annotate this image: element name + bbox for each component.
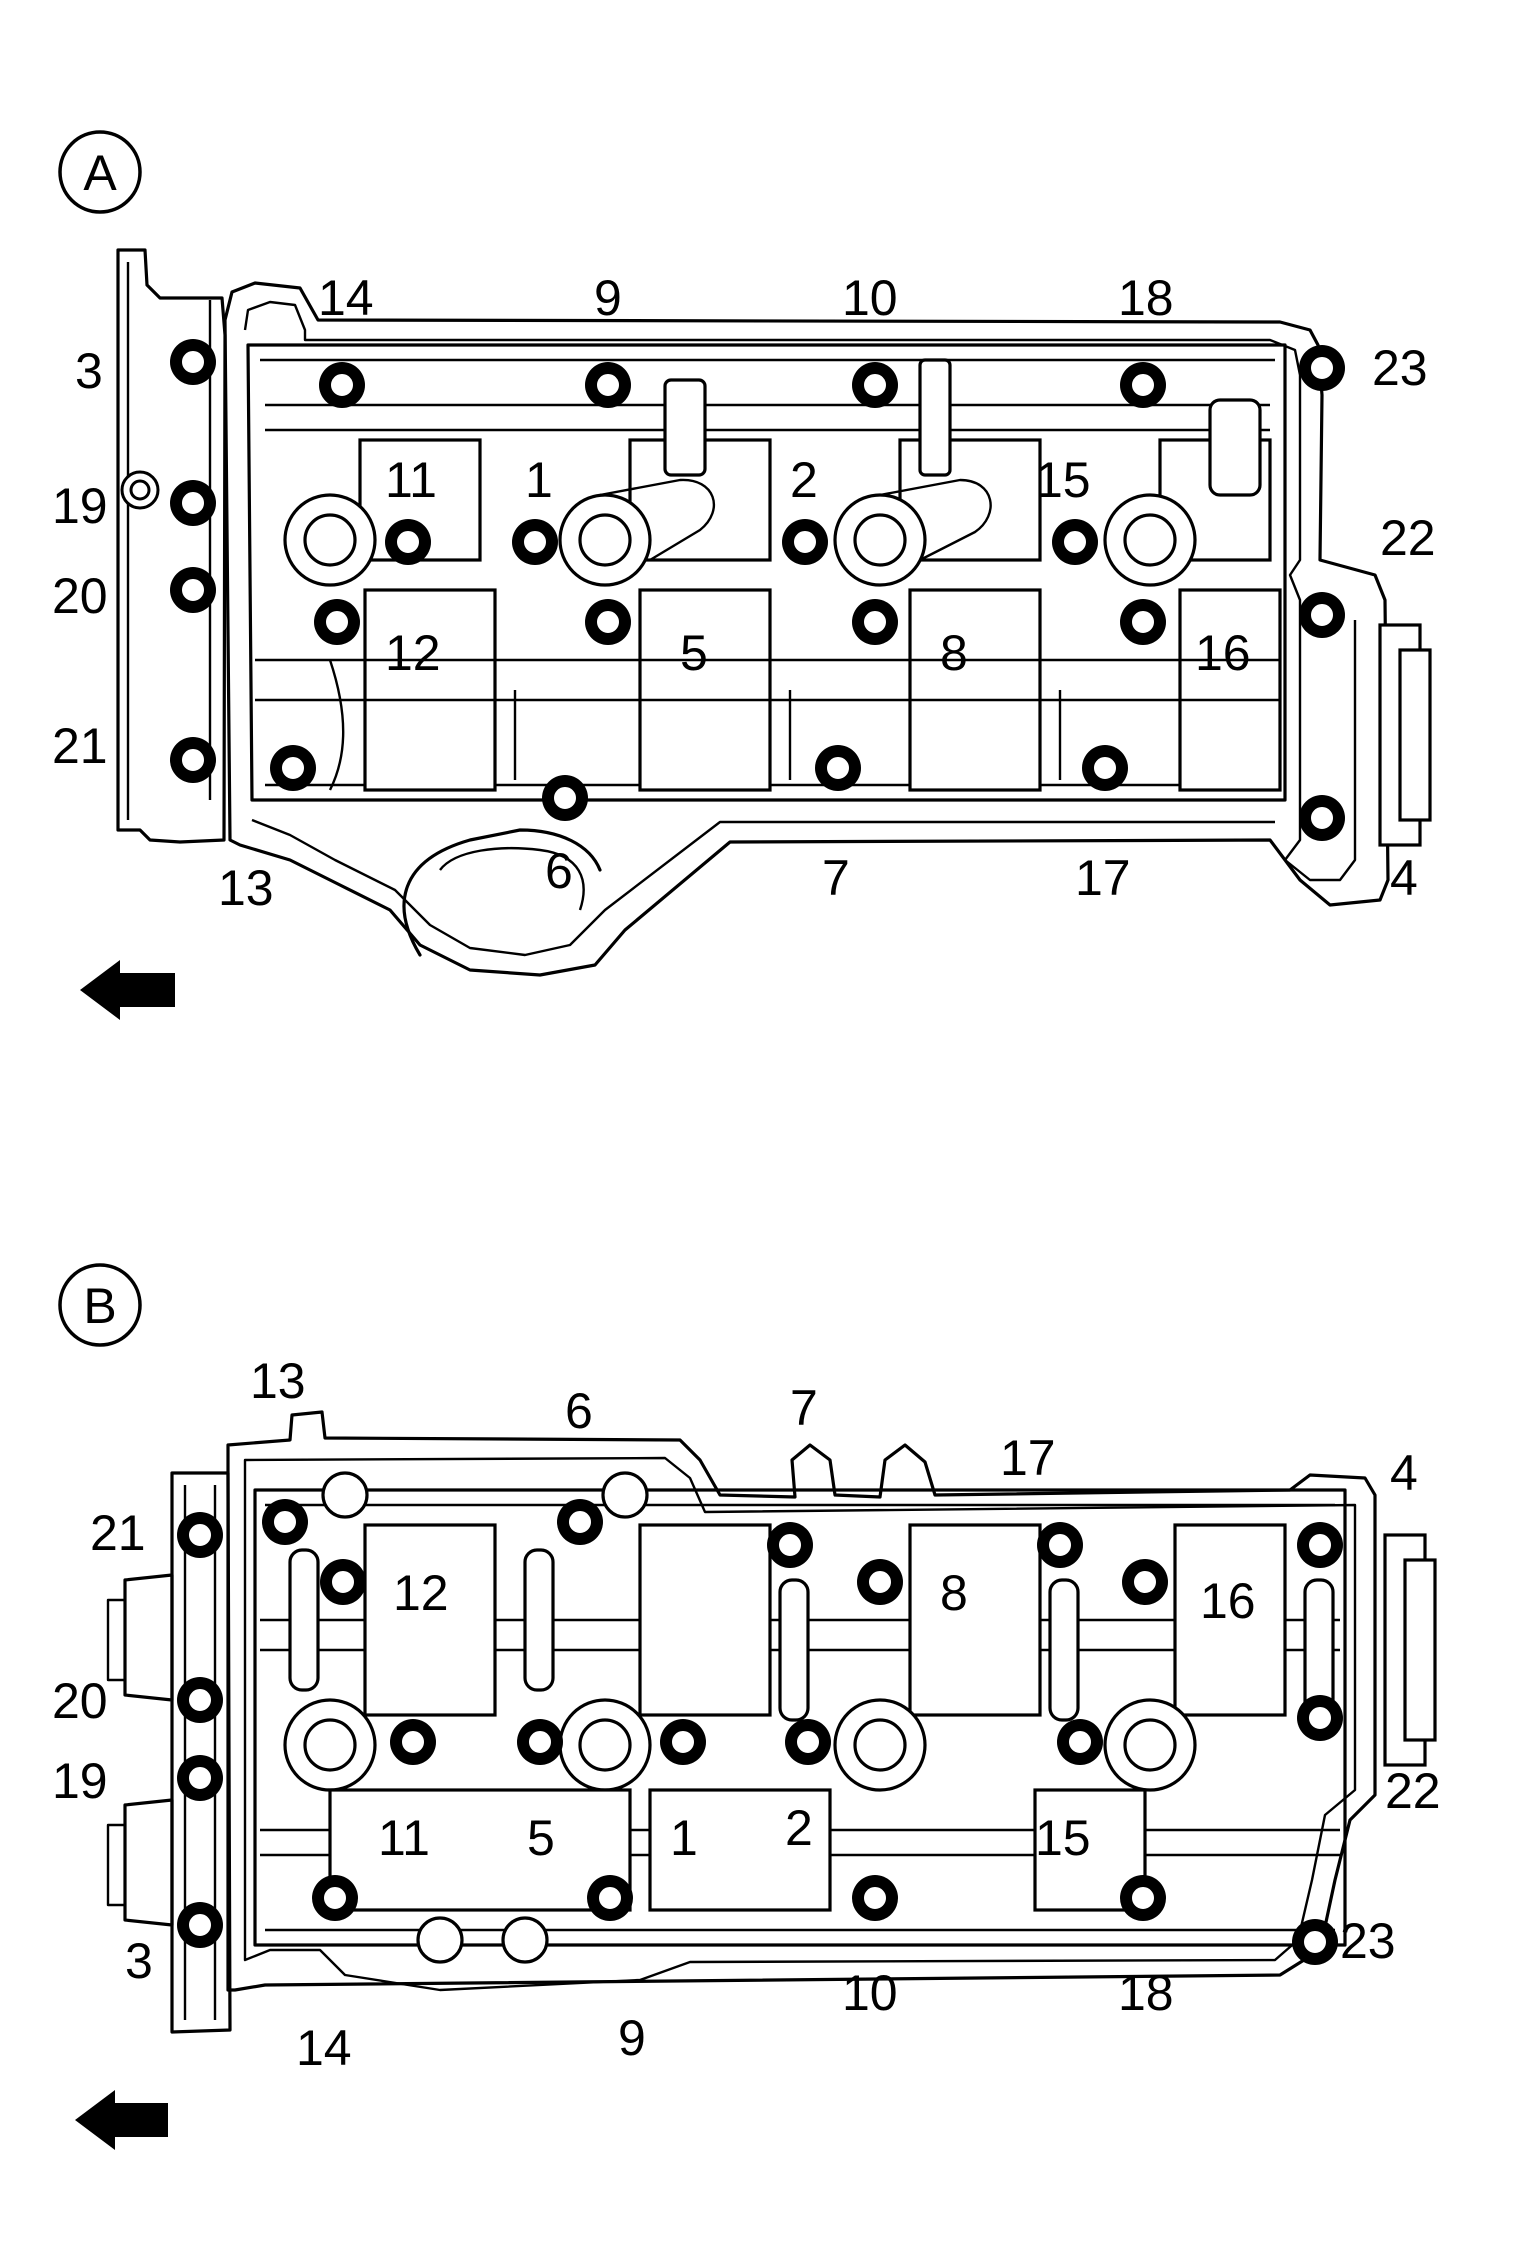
view-b-front-arrow <box>75 2090 168 2150</box>
view-b-label-15: 15 <box>1035 1810 1091 1866</box>
view-b-label-20: 20 <box>52 1673 108 1729</box>
view-b-label-1: 1 <box>670 1810 698 1866</box>
view-b-label-17: 17 <box>1000 1430 1056 1486</box>
view-a-cam-bearings <box>283 478 1197 587</box>
view-b-label-22: 22 <box>1385 1763 1441 1819</box>
view-a-label-13: 13 <box>218 860 274 916</box>
view-a-label-1: 1 <box>525 452 553 508</box>
view-a-outline <box>80 248 1432 1020</box>
view-a: A <box>52 130 1436 1020</box>
view-a-label-15: 15 <box>1035 452 1091 508</box>
view-b-label-5: 5 <box>527 1810 555 1866</box>
view-b-label-10: 10 <box>842 1965 898 2021</box>
view-a-label-22: 22 <box>1380 510 1436 566</box>
view-a-label-17: 17 <box>1075 850 1131 906</box>
view-a-label-19: 19 <box>52 478 108 534</box>
view-b-label-13: 13 <box>250 1353 306 1409</box>
view-b-cam-caps-bottom <box>328 1788 1147 1912</box>
view-a-label-7: 7 <box>822 850 850 906</box>
view-a-label-4: 4 <box>1390 850 1418 906</box>
view-a-label-14: 14 <box>318 270 374 326</box>
view-a-marker: A <box>58 130 142 214</box>
view-a-label-2: 2 <box>790 452 818 508</box>
view-a-label-3: 3 <box>75 343 103 399</box>
view-b-label-21: 21 <box>90 1505 146 1561</box>
view-a-callouts: 1 2 3 4 5 6 7 8 9 10 11 12 13 14 15 16 1… <box>52 270 1436 916</box>
view-b: B <box>52 1263 1441 2150</box>
view-a-label-20: 20 <box>52 568 108 624</box>
view-a-label-8: 8 <box>940 625 968 681</box>
view-b-marker: B <box>58 1263 142 1347</box>
view-a-cam-caps-bottom <box>255 588 1282 792</box>
view-a-label-21: 21 <box>52 718 108 774</box>
view-b-label-11: 11 <box>378 1810 430 1866</box>
svg-text:A: A <box>83 145 117 201</box>
view-a-label-23: 23 <box>1372 340 1428 396</box>
svg-text:B: B <box>83 1278 116 1334</box>
view-b-label-4: 4 <box>1390 1445 1418 1501</box>
view-b-callouts: 1 2 3 4 5 6 7 8 9 10 11 12 13 14 15 16 1… <box>52 1353 1441 2076</box>
view-b-cam-bearings <box>283 1471 1197 1964</box>
view-b-cam-caps-top <box>363 1523 1287 1717</box>
view-b-label-12: 12 <box>393 1565 449 1621</box>
view-b-label-2: 2 <box>785 1800 813 1856</box>
view-a-label-6: 6 <box>545 843 573 899</box>
view-a-label-12: 12 <box>385 625 441 681</box>
view-a-bolts <box>170 339 1345 841</box>
view-b-label-7: 7 <box>790 1380 818 1436</box>
view-b-label-18: 18 <box>1118 1965 1174 2021</box>
view-a-label-16: 16 <box>1195 625 1251 681</box>
view-a-label-18: 18 <box>1118 270 1174 326</box>
view-b-label-9: 9 <box>618 2010 646 2066</box>
view-b-outline <box>75 1410 1437 2150</box>
view-a-label-9: 9 <box>594 270 622 326</box>
view-b-label-8: 8 <box>940 1565 968 1621</box>
view-b-label-6: 6 <box>565 1383 593 1439</box>
view-b-label-3: 3 <box>125 1933 153 1989</box>
view-b-label-19: 19 <box>52 1753 108 1809</box>
view-a-label-11: 11 <box>385 452 437 508</box>
view-a-front-arrow <box>80 960 175 1020</box>
view-b-label-14: 14 <box>296 2020 352 2076</box>
view-b-bolts <box>177 1499 1343 1965</box>
view-b-label-23: 23 <box>1340 1913 1396 1969</box>
view-a-label-5: 5 <box>680 625 708 681</box>
view-b-label-16: 16 <box>1200 1573 1256 1629</box>
view-a-label-10: 10 <box>842 270 898 326</box>
